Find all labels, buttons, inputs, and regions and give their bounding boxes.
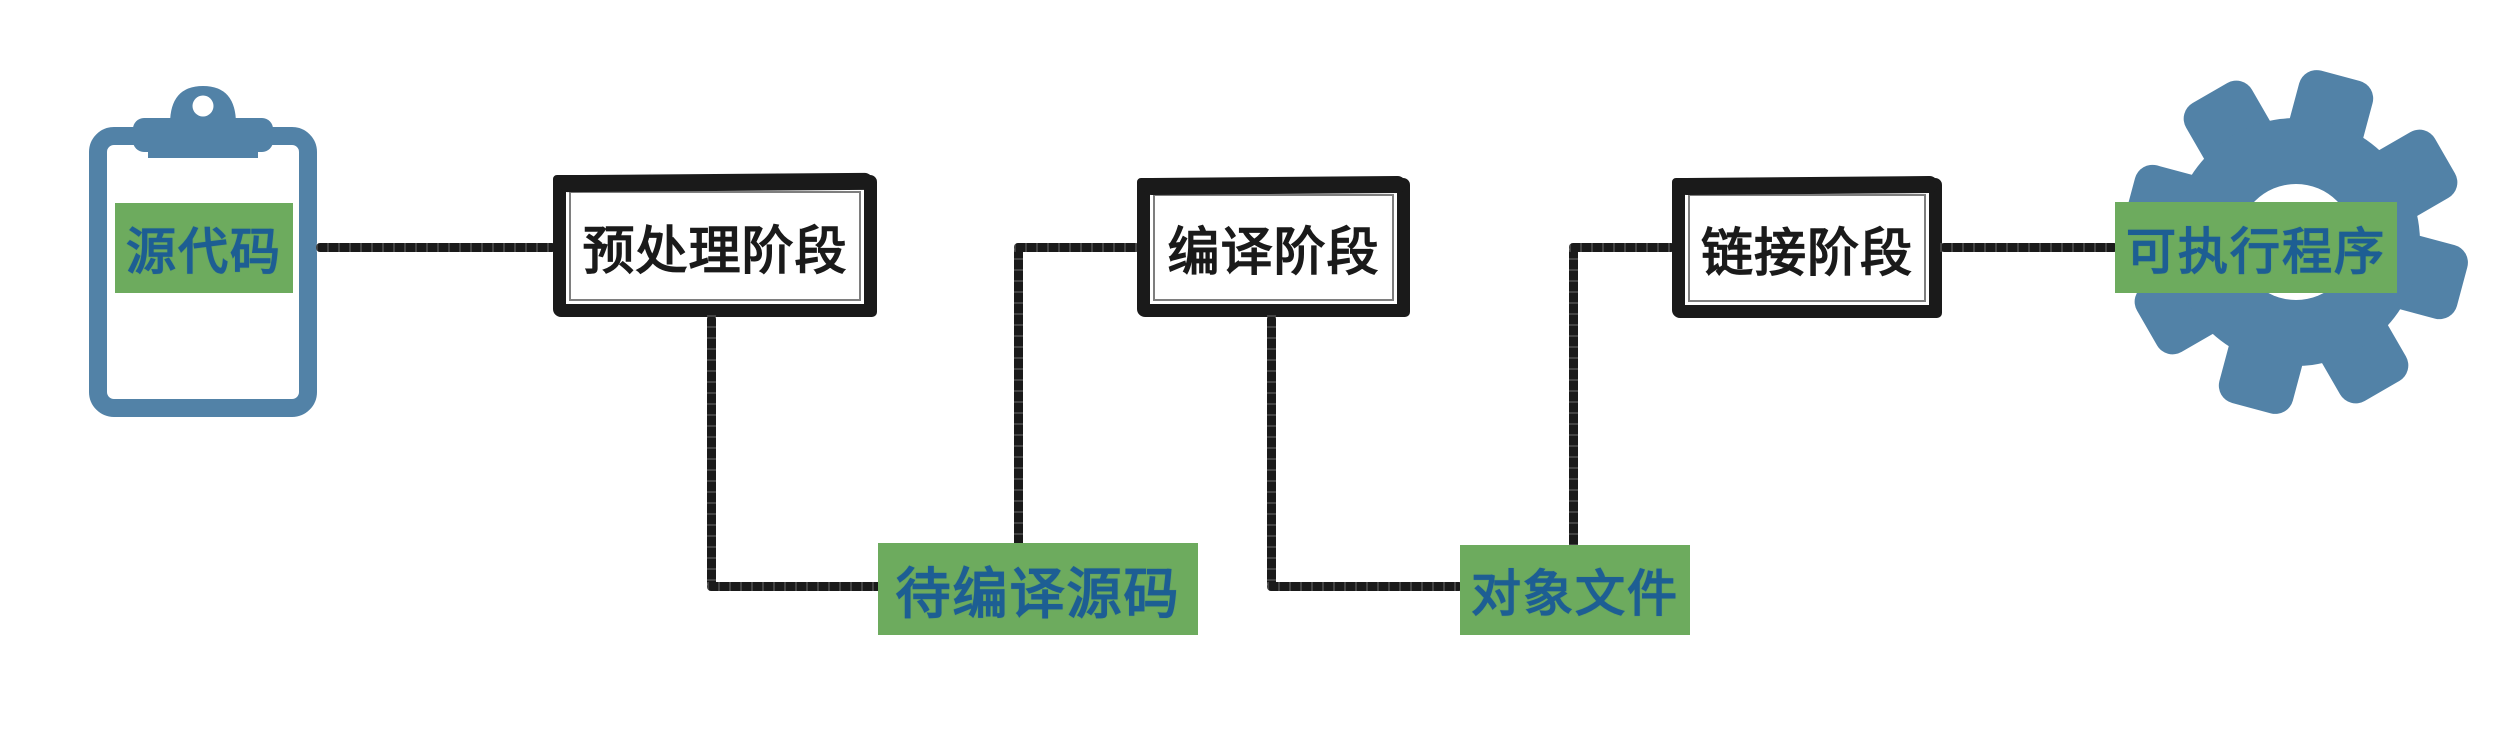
- stage-box-preprocess: 预处理阶段: [553, 175, 877, 317]
- connector-tocompile-up: [1014, 247, 1023, 547]
- connector-object-to-link: [1569, 243, 1675, 252]
- connector-link-to-executable: [1940, 243, 2118, 252]
- connector-source-to-preprocess: [316, 243, 556, 252]
- connector-preprocess-to-tocompile: [707, 582, 882, 591]
- executable-program-label: 可执行程序: [2115, 202, 2397, 293]
- connector-object-up: [1569, 247, 1578, 549]
- connector-tocompile-to-compile: [1014, 243, 1140, 252]
- connector-compile-to-object: [1267, 582, 1463, 591]
- connector-compile-down: [1267, 315, 1276, 587]
- connector-preprocess-down: [707, 315, 716, 587]
- source-code-label: 源代码: [115, 203, 293, 293]
- stage-box-compile: 编译阶段: [1137, 178, 1410, 317]
- stage-box-link: 链接阶段: [1672, 178, 1942, 318]
- artifact-label-to-compile-source: 待编译源码: [878, 543, 1198, 635]
- artifact-label-object-file: 对象文件: [1460, 545, 1690, 635]
